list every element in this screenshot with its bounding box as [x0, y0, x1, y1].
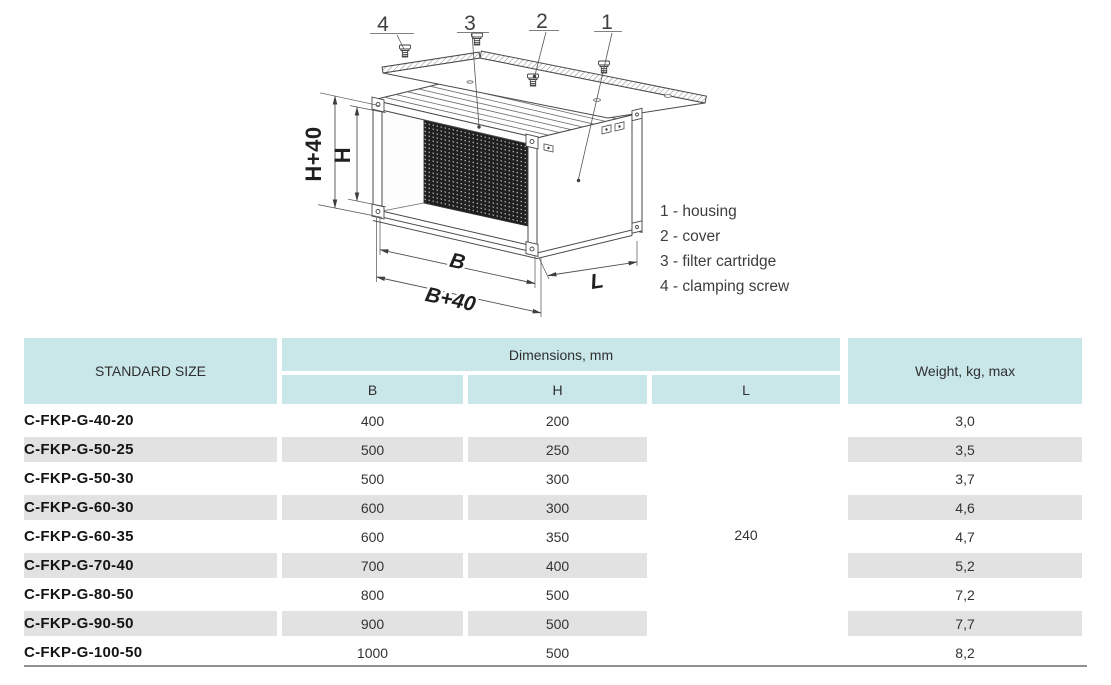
cell-b: 900	[282, 611, 468, 640]
cell-b: 500	[282, 437, 468, 466]
table-row: C-FKP-G-80-50 800 500 7,2	[24, 582, 1088, 611]
size-table-block: STANDARD SIZE Dimensions, mm Weight, kg,…	[24, 338, 1088, 667]
cell-h: 300	[468, 466, 652, 495]
legend-item-clamping-screw: 4 - clamping screw	[660, 278, 790, 295]
callout-3: 3	[464, 12, 476, 35]
header-h: H	[468, 375, 652, 408]
parts-legend: 1 - housing 2 - cover 3 - filter cartrid…	[660, 203, 790, 295]
housing-side-panel	[372, 111, 643, 260]
cell-h: 400	[468, 553, 652, 582]
cell-h: 500	[468, 582, 652, 611]
cell-b: 1000	[282, 640, 468, 665]
cell-weight: 5,2	[845, 553, 1088, 582]
cell-weight: 7,2	[845, 582, 1088, 611]
cell-b: 500	[282, 466, 468, 495]
dimension-lines	[317, 92, 638, 317]
table-row: C-FKP-G-50-25 500 250 3,5	[24, 437, 1088, 466]
table-row: C-FKP-G-50-30 500 300 3,7	[24, 466, 1088, 495]
cell-size-name: C-FKP-G-70-40	[24, 553, 282, 582]
dim-label-l: L	[589, 269, 605, 294]
legend-item-filter-cartridge: 3 - filter cartridge	[660, 253, 776, 270]
cell-b: 400	[282, 408, 468, 437]
cell-weight: 4,6	[845, 495, 1088, 524]
dim-label-b: B	[448, 249, 468, 275]
cell-l-shared: 240	[652, 408, 846, 665]
cell-b: 700	[282, 553, 468, 582]
header-standard-size: STANDARD SIZE	[24, 338, 282, 408]
dim-label-b-total: B+40	[423, 283, 478, 316]
technical-drawing: H+40 H B B+40 L 4 3 2 1 1 - housing 2 - …	[301, 10, 790, 319]
spec-table: STANDARD SIZE Dimensions, mm Weight, kg,…	[24, 338, 1088, 665]
cell-size-name: C-FKP-G-90-50	[24, 611, 282, 640]
cell-weight: 7,7	[845, 611, 1088, 640]
table-bottom-rule	[24, 665, 1087, 667]
table-row: C-FKP-G-90-50 900 500 7,7	[24, 611, 1088, 640]
corner-brackets	[371, 96, 643, 257]
cell-size-name: C-FKP-G-100-50	[24, 640, 282, 665]
cell-h: 500	[468, 640, 652, 665]
cell-size-name: C-FKP-G-80-50	[24, 582, 282, 611]
cell-size-name: C-FKP-G-50-30	[24, 466, 282, 495]
table-row: C-FKP-G-70-40 700 400 5,2	[24, 553, 1088, 582]
cell-h: 350	[468, 524, 652, 553]
header-l: L	[652, 375, 846, 408]
legend-item-cover: 2 - cover	[660, 228, 720, 245]
cell-size-name: C-FKP-G-60-35	[24, 524, 282, 553]
cell-h: 200	[468, 408, 652, 437]
callout-1: 1	[601, 11, 613, 34]
dim-label-h: H	[330, 147, 355, 163]
cell-h: 500	[468, 611, 652, 640]
cell-size-name: C-FKP-G-50-25	[24, 437, 282, 466]
table-row: C-FKP-G-40-20 400 200 240 3,0	[24, 408, 1088, 665]
table-row: C-FKP-G-60-35 600 350 4,7	[24, 524, 1088, 553]
cell-weight: 3,0	[845, 408, 1088, 437]
table-row: C-FKP-G-60-30 600 300 4,6	[24, 495, 1088, 524]
header-dimensions: Dimensions, mm	[282, 338, 846, 375]
cell-weight: 3,7	[845, 466, 1088, 495]
header-b: B	[282, 375, 468, 408]
cell-weight: 8,2	[845, 640, 1088, 665]
cell-size-name: C-FKP-G-60-30	[24, 495, 282, 524]
cell-size-name: C-FKP-G-40-20	[24, 408, 282, 437]
cover-clips	[543, 121, 625, 153]
header-weight: Weight, kg, max	[845, 338, 1088, 408]
callout-2: 2	[536, 10, 548, 33]
cell-h: 300	[468, 495, 652, 524]
cell-b: 600	[282, 495, 468, 524]
cell-weight: 3,5	[845, 437, 1088, 466]
cover-plate	[381, 50, 707, 119]
cell-b: 600	[282, 524, 468, 553]
callout-4: 4	[377, 13, 389, 36]
cell-weight: 4,7	[845, 524, 1088, 553]
legend-item-housing: 1 - housing	[660, 203, 737, 220]
cell-b: 800	[282, 582, 468, 611]
table-row: C-FKP-G-100-50 1000 500 8,2	[24, 640, 1088, 665]
dim-label-h-total: H+40	[301, 126, 326, 181]
cell-h: 250	[468, 437, 652, 466]
housing-interior	[381, 109, 529, 246]
callout-leaders	[370, 30, 622, 183]
